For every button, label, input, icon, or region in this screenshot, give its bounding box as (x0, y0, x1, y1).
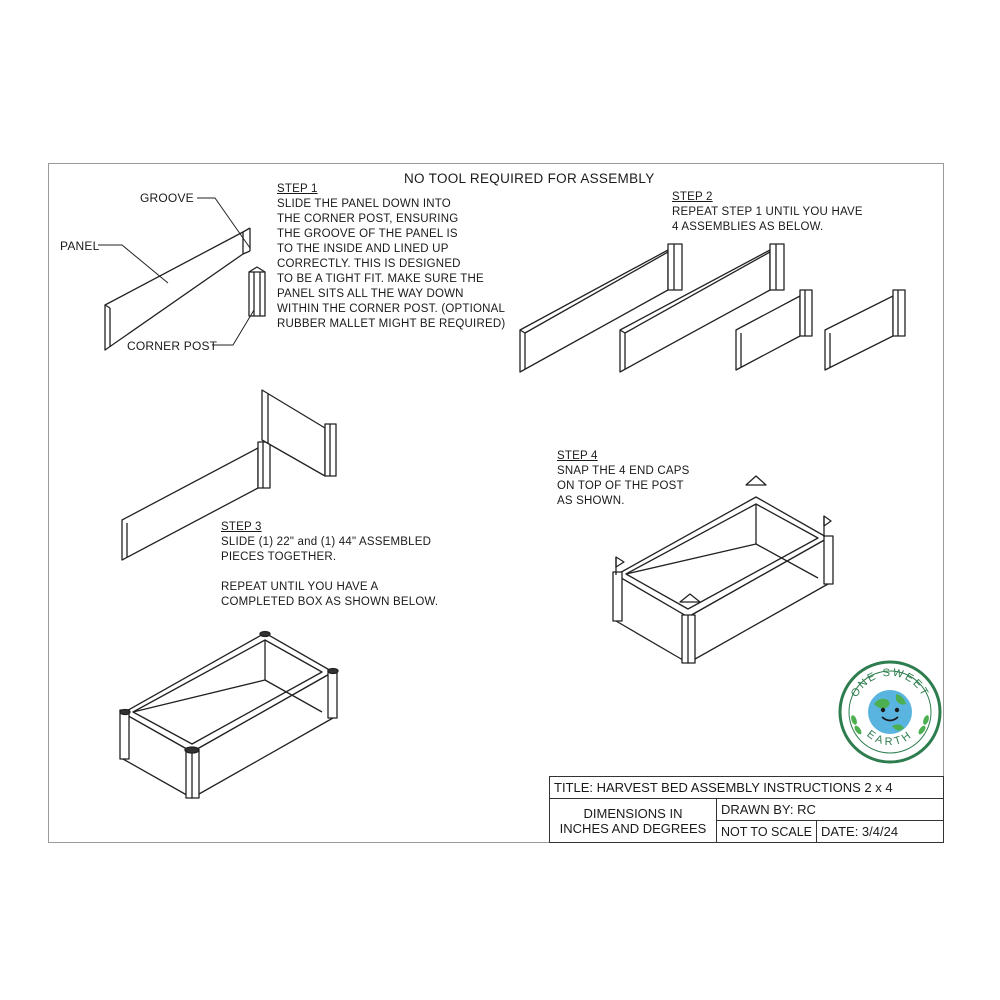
leaf-icon (851, 715, 929, 735)
dimensions-cell: DIMENSIONS IN INCHES AND DEGREES (549, 798, 717, 843)
step2-assembly-2 (619, 243, 785, 373)
step3-short-assembly (261, 389, 337, 477)
step3-long-assembly (121, 441, 271, 561)
step1-line: TO THE INSIDE AND LINED UP (277, 243, 449, 255)
step3-line: REPEAT UNTIL YOU HAVE A (221, 581, 379, 593)
one-sweet-earth-logo: ONE SWEET EARTH (838, 660, 942, 764)
groove-label: GROOVE (140, 191, 194, 205)
drawing-border (48, 163, 944, 843)
smiling-earth-icon (868, 690, 912, 734)
step1-heading: STEP 1 (277, 183, 318, 195)
step2-assembly-4 (824, 289, 906, 371)
end-cap-icons (615, 475, 832, 603)
step1-line: WITHIN THE CORNER POST. (OPTIONAL (277, 303, 506, 315)
date-cell: DATE: 3/4/24 (816, 820, 944, 843)
step3-text: STEP 3 SLIDE (1) 22" and (1) 44" ASSEMBL… (221, 520, 438, 610)
step4-text: STEP 4 SNAP THE 4 END CAPS ON TOP OF THE… (557, 449, 689, 509)
step1-line: THE GROOVE OF THE PANEL IS (277, 228, 458, 240)
title-block: TITLE: HARVEST BED ASSEMBLY INSTRUCTIONS… (549, 776, 944, 843)
step1-line: TO BE A TIGHT FIT. MAKE SURE THE (277, 273, 484, 285)
step3-line (221, 565, 438, 580)
panel-label: PANEL (60, 239, 100, 253)
step2-line: 4 ASSEMBLIES AS BELOW. (672, 221, 824, 233)
step2-line: REPEAT STEP 1 UNTIL YOU HAVE (672, 206, 863, 218)
step4-line: ON TOP OF THE POST (557, 480, 684, 492)
step4-heading: STEP 4 (557, 450, 598, 462)
step1-line: THE CORNER POST, ENSURING (277, 213, 459, 225)
step4-box (612, 496, 834, 664)
step2-heading: STEP 2 (672, 191, 713, 203)
step1-panel (104, 227, 251, 351)
header-title: NO TOOL REQUIRED FOR ASSEMBLY (404, 171, 655, 186)
title-cell: TITLE: HARVEST BED ASSEMBLY INSTRUCTIONS… (549, 776, 944, 799)
step1-corner-post (248, 266, 266, 317)
step3-line: PIECES TOGETHER. (221, 551, 337, 563)
step1-text: STEP 1 SLIDE THE PANEL DOWN INTO THE COR… (277, 182, 505, 332)
step3-line: COMPLETED BOX AS SHOWN BELOW. (221, 596, 439, 608)
step3-line: SLIDE (1) 22" and (1) 44" ASSEMBLED (221, 536, 432, 548)
step2-assembly-3 (735, 289, 813, 371)
step1-line: PANEL SITS ALL THE WAY DOWN (277, 288, 464, 300)
step2-text: STEP 2 REPEAT STEP 1 UNTIL YOU HAVE 4 AS… (672, 190, 863, 235)
step1-line: SLIDE THE PANEL DOWN INTO (277, 198, 451, 210)
step1-line: CORRECTLY. THIS IS DESIGNED (277, 258, 461, 270)
completed-box (119, 630, 339, 799)
scale-cell: NOT TO SCALE (716, 820, 817, 843)
step2-assembly-1 (519, 243, 683, 373)
callout-leaders (98, 197, 255, 346)
drawn-by-cell: DRAWN BY: RC (716, 798, 944, 821)
step1-line: RUBBER MALLET MIGHT BE REQUIRED) (277, 318, 506, 330)
step4-line: SNAP THE 4 END CAPS (557, 465, 690, 477)
step3-heading: STEP 3 (221, 521, 262, 533)
corner-post-label: CORNER POST (127, 339, 218, 353)
step4-line: AS SHOWN. (557, 495, 625, 507)
